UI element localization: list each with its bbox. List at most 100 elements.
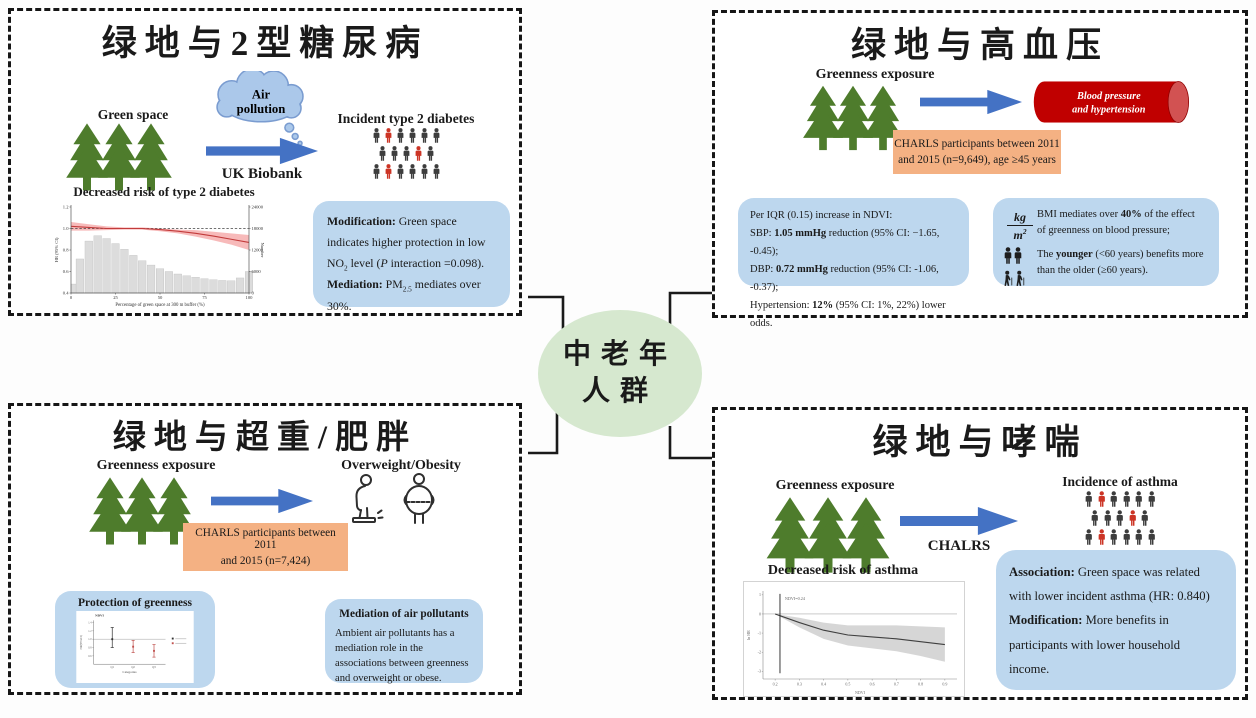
svg-text:100: 100 — [246, 295, 254, 300]
trees-icon — [800, 85, 906, 151]
svg-text:0.8: 0.8 — [88, 646, 92, 649]
svg-text:-3: -3 — [758, 669, 761, 674]
svg-text:Categories: Categories — [123, 670, 138, 674]
diabetes-chart-title: Decreased risk of type 2 diabetes — [73, 184, 255, 199]
obese-person-icon — [403, 473, 435, 524]
connector-topleft — [528, 295, 565, 333]
age-text: The younger (<60 years) benefits more th… — [1037, 249, 1204, 277]
panel-diabetes-title: 绿地与2型糖尿病 — [101, 24, 429, 63]
panel-obesity-title: 绿地与超重/肥胖 — [112, 420, 418, 456]
trees-icon — [63, 123, 175, 191]
modification-label: Modification: — [1009, 613, 1083, 628]
svg-text:0.2: 0.2 — [773, 682, 778, 687]
cohort-line2: and 2015 (n=9,649), age ≥45 years — [898, 154, 1056, 166]
svg-text:75: 75 — [202, 295, 207, 300]
svg-text:0.4: 0.4 — [821, 682, 826, 687]
age-row: The younger (<60 years) benefits more th… — [1003, 247, 1209, 294]
blood-pressure-label-line1: Blood pressure — [1076, 91, 1141, 102]
modification-label: Modification: — [327, 214, 396, 228]
mediation-label: Mediation: — [327, 277, 383, 292]
overweight-obesity-label: Overweight/Obesity — [341, 458, 461, 473]
svg-text:Q2: Q2 — [131, 665, 135, 669]
svg-text:1.2: 1.2 — [63, 205, 69, 210]
svg-text:0.6: 0.6 — [63, 269, 69, 274]
kg-per-m2-icon: kg m2 — [1005, 211, 1035, 241]
svg-text:0.8: 0.8 — [918, 682, 923, 687]
trees-icon — [86, 476, 198, 546]
svg-text:0.6: 0.6 — [870, 682, 875, 687]
arrow-right-icon — [211, 488, 313, 514]
protection-box-title: Protection of greenness — [78, 597, 192, 609]
svg-text:HR (95% CI): HR (95% CI) — [54, 237, 59, 262]
cohort-line1: CHARLS participants between 2011 — [195, 527, 336, 551]
svg-text:0.4: 0.4 — [63, 291, 69, 296]
findings-line1: Per IQR (0.15) increase in NDVI: — [750, 210, 893, 221]
green-space-label: Green space — [97, 107, 169, 122]
svg-text:Percentage of green space at 3: Percentage of green space at 300 m buffe… — [115, 303, 205, 308]
svg-text:50: 50 — [158, 295, 163, 300]
svg-text:-1: -1 — [758, 630, 761, 635]
air-pollution-cloud-icon: Air pollution — [216, 71, 304, 146]
svg-text:0.3: 0.3 — [797, 682, 802, 687]
diabetes-result-box: Modification: Green space indicates high… — [313, 201, 510, 313]
findings-line3: DBP: 0.72 mmHg reduction (95% CI: -1.06,… — [750, 264, 939, 294]
svg-text:12000: 12000 — [252, 248, 264, 253]
panel-obesity: 绿地与超重/肥胖 Greenness exposure Overweight/O… — [8, 403, 522, 695]
greenness-exposure-label: Greenness exposure — [775, 478, 895, 493]
findings-line4: Hypertension: 12% (95% CI: 1%, 22%) lowe… — [750, 300, 946, 330]
svg-text:HR(95%CI): HR(95%CI) — [79, 635, 83, 650]
uk-biobank-label: UK Biobank — [221, 166, 303, 182]
incident-diabetes-label: Incident type 2 diabetes — [337, 111, 475, 126]
center-label-line1: 中老年 — [562, 339, 677, 371]
svg-text:0: 0 — [252, 291, 255, 296]
svg-text:0.6: 0.6 — [88, 655, 92, 658]
svg-text:ln HR: ln HR — [746, 630, 751, 640]
svg-text:1: 1 — [759, 592, 761, 597]
charls-cohort-box: CHARLS participants between 2011 and 201… — [893, 130, 1061, 174]
svg-text:Q3: Q3 — [152, 665, 156, 669]
greenness-exposure-label: Greenness exposure — [815, 67, 935, 82]
svg-text:0.5: 0.5 — [845, 682, 850, 687]
svg-text:25: 25 — [113, 295, 118, 300]
svg-text:1.2: 1.2 — [88, 630, 92, 633]
diabetes-result-text: Modification: Green space indicates high… — [327, 214, 486, 313]
svg-text:0: 0 — [70, 295, 73, 300]
svg-text:0.8: 0.8 — [63, 248, 69, 253]
panel-hypertension-title: 绿地与高血压 — [850, 26, 1109, 65]
svg-text:6000: 6000 — [252, 269, 262, 274]
svg-text:NDVI=0.24: NDVI=0.24 — [785, 596, 806, 601]
center-population-ellipse: 中老年 人群 — [538, 310, 702, 437]
incidence-asthma-label: Incidence of asthma — [1062, 474, 1178, 489]
chalrs-label: CHALRS — [927, 538, 991, 554]
air-pollution-label-line1: Air — [252, 87, 271, 101]
cohort-line2: and 2015 (n=7,424) — [220, 555, 311, 567]
bmi-mediation-box: kg m2 BMI mediates over 40% of the effec… — [993, 198, 1219, 286]
air-pollution-label-line2: pollution — [237, 102, 286, 116]
asthma-result-text: Association: Green space was related wit… — [1009, 565, 1210, 676]
association-label: Association: — [1009, 565, 1075, 579]
person-on-scale-icon — [352, 474, 384, 523]
bmi-text: BMI mediates over 40% of the effect of g… — [1037, 209, 1195, 237]
mediation-box-body: Ambient air pollutants has a mediation r… — [335, 628, 469, 685]
svg-text:1.4: 1.4 — [88, 621, 92, 624]
mediation-of-air-pollutants-box: Mediation of air pollutants Ambient air … — [325, 599, 483, 685]
younger-older-icons — [1003, 247, 1037, 294]
svg-text:NDVI: NDVI — [855, 690, 866, 695]
svg-text:0: 0 — [759, 611, 761, 616]
blood-pressure-label-line2: and hypertension — [1072, 104, 1146, 115]
svg-text:0.9: 0.9 — [942, 682, 947, 687]
arrow-right-icon — [206, 137, 318, 165]
asthma-result-box: Association: Green space was related wit… — [996, 550, 1236, 690]
asthma-chart-title: Decreased risk of asthma — [767, 563, 919, 578]
connector-bottomright — [668, 426, 714, 460]
svg-text:Number: Number — [260, 242, 265, 258]
findings-line2: SBP: 1.05 mmHg reduction (95% CI: −1.65,… — [750, 228, 940, 258]
bmi-row: kg m2 BMI mediates over 40% of the effec… — [1003, 207, 1209, 243]
population-icons — [1050, 491, 1190, 545]
connector-bottomleft — [528, 411, 559, 455]
greenness-exposure-label: Greenness exposure — [96, 458, 216, 473]
arrow-right-icon — [920, 89, 1022, 115]
